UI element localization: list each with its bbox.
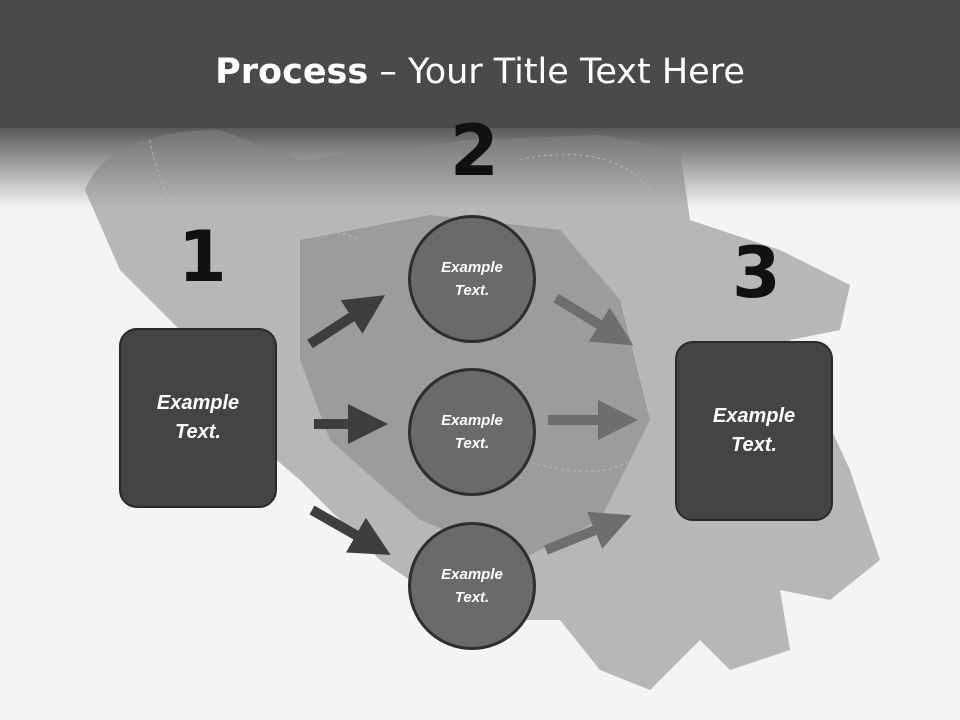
title-bar xyxy=(0,0,960,128)
step-2-circle-2-text: Example Text. xyxy=(441,412,503,452)
step-2-circle-3-text: Example Text. xyxy=(441,566,503,606)
step-1-text: Example Text. xyxy=(156,392,240,443)
arrow-1-to-2c xyxy=(309,505,391,555)
slide-title: Process – Your Title Text Here xyxy=(0,52,960,92)
step-2-circle-1-text: Example Text. xyxy=(441,259,503,299)
step-2-circle-2: Example Text. xyxy=(408,368,536,496)
step-1-number: 1 xyxy=(178,216,227,298)
step-2-circle-1: Example Text. xyxy=(408,215,536,343)
step-2-number: 2 xyxy=(450,110,499,192)
slide-title-bold: Process xyxy=(215,52,369,92)
slide-title-rest: – Your Title Text Here xyxy=(368,52,745,92)
step-1-box: Example Text. xyxy=(119,328,277,508)
step-3-text: Example Text. xyxy=(712,405,796,456)
step-3-box: Example Text. xyxy=(675,341,833,521)
step-3-number: 3 xyxy=(732,232,781,314)
arrow-2a-to-3 xyxy=(553,293,634,346)
arrow-2c-to-3 xyxy=(544,511,632,555)
arrow-1-to-2a xyxy=(307,295,386,349)
step-2-circle-3: Example Text. xyxy=(408,522,536,650)
